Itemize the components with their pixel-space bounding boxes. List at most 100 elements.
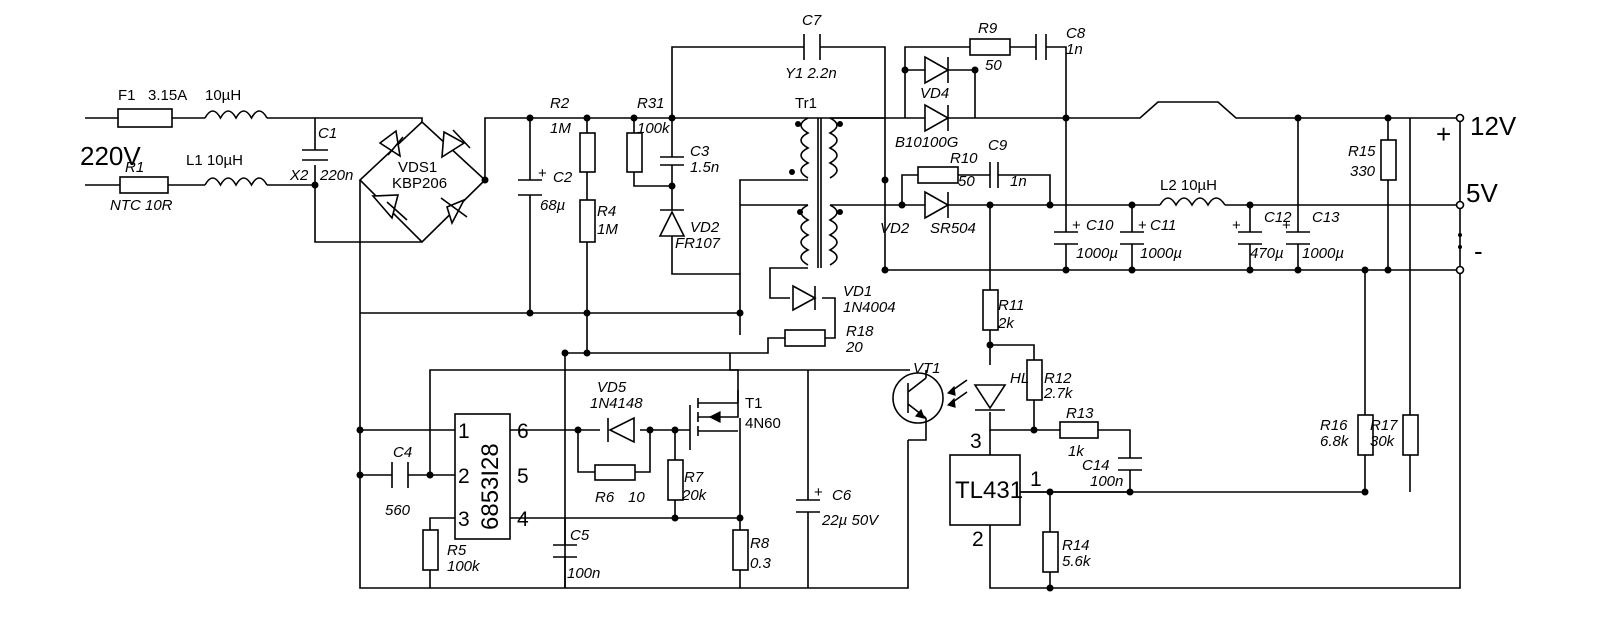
label-c13: C13: [1312, 209, 1340, 226]
label-vd1-value: 1N4004: [843, 299, 896, 316]
capacitor-c11: [1120, 231, 1144, 245]
label-r4: R4: [597, 203, 616, 220]
resistor-r4: [579, 199, 596, 243]
label-r16-value: 6.8k: [1320, 433, 1350, 450]
label-tl431-pin1: 1: [1030, 468, 1042, 491]
label-c11-plus: +: [1138, 217, 1147, 234]
capacitor-c10: [1054, 231, 1078, 245]
label-c6: C6: [832, 487, 852, 504]
label-r12-value: 2.7k: [1043, 385, 1074, 402]
label-tr1: Tr1: [795, 95, 817, 112]
label-r12: R12: [1044, 370, 1072, 387]
label-c7: C7: [802, 12, 822, 29]
capacitor-c12: [1238, 231, 1262, 245]
label-c4: C4: [393, 444, 412, 461]
resistor-r11: [982, 289, 999, 331]
inductor-l1: [204, 177, 268, 187]
resistor-r7: [667, 459, 684, 501]
label-r5: R5: [447, 542, 467, 559]
fuse-f1: [117, 108, 173, 128]
label-r15-value: 330: [1350, 163, 1376, 180]
label-r2-value: 1M: [550, 120, 571, 137]
resistor-r14: [1042, 531, 1059, 573]
label-12v: 12V: [1470, 111, 1517, 141]
label-r8-value: 0.3: [750, 555, 772, 572]
capacitor-c9: [989, 162, 999, 188]
label-c2-plus: +: [538, 165, 547, 182]
diode-vd1: [792, 284, 817, 312]
bridge-rectifier: [371, 129, 471, 226]
label-c12: C12: [1264, 209, 1292, 226]
resistor-r12: [1026, 359, 1043, 401]
label-vd5: VD5: [597, 379, 627, 396]
label-r6-value: 10: [628, 489, 645, 506]
capacitor-c1: [302, 149, 328, 161]
label-c14: C14: [1082, 457, 1110, 474]
label-minus: -: [1474, 236, 1483, 266]
controller-ic: [454, 413, 511, 540]
label-tl431-pin2: 2: [972, 528, 984, 551]
resistor-r2: [579, 132, 596, 173]
terminal-gnd: [1455, 265, 1465, 275]
label-l2: L2 10µH: [1160, 177, 1217, 194]
resistor-r15: [1380, 139, 1397, 181]
mosfet-t1: [689, 390, 739, 450]
label-vt1: VT1: [913, 360, 941, 377]
resistor-r17: [1402, 414, 1419, 456]
capacitor-c14: [1118, 457, 1142, 471]
label-t1: T1: [745, 395, 763, 412]
capacitor-c13: [1286, 231, 1310, 245]
label-vd4: VD4: [920, 85, 949, 102]
junction-dots: [311, 66, 1392, 592]
label-r17: R17: [1370, 417, 1398, 434]
label-r14-value: 5.6k: [1062, 553, 1092, 570]
label-l1: L1 10µH: [186, 152, 243, 169]
label-r4-value: 1M: [597, 221, 618, 238]
label-plus: +: [1436, 119, 1451, 149]
label-r16: R16: [1320, 417, 1348, 434]
label-c11-value: 1000µ: [1140, 245, 1182, 262]
label-ic-pin1: 1: [458, 420, 470, 443]
label-r7: R7: [684, 469, 704, 486]
label-c9: C9: [988, 137, 1008, 154]
terminal-5v: [1455, 200, 1465, 210]
label-c1: C1: [318, 125, 337, 142]
label-c4-value: 560: [385, 502, 411, 519]
resistor-r5: [422, 529, 439, 571]
label-c7-value: Y1 2.2n: [785, 65, 837, 82]
label-vd5-value: 1N4148: [590, 395, 643, 412]
label-c3-value: 1.5n: [690, 159, 719, 176]
label-c8: C8: [1066, 25, 1086, 42]
diode-vd4: [924, 55, 950, 133]
label-r13-value: 1k: [1068, 443, 1085, 460]
label-c1-type: X2: [289, 167, 309, 184]
label-c10: C10: [1086, 217, 1114, 234]
resistor-r1: [119, 176, 169, 194]
label-ic-pin4: 4: [517, 508, 529, 531]
resistor-r8: [732, 529, 749, 571]
inductor-l2: [1159, 197, 1226, 207]
label-c11: C11: [1150, 217, 1176, 234]
label-f1-value: 3.15A: [148, 87, 187, 104]
resistor-r18: [784, 329, 826, 347]
capacitor-c8: [1035, 34, 1047, 60]
label-r18: R18: [846, 323, 874, 340]
label-r11: R11: [998, 297, 1024, 314]
capacitor-c5: [553, 544, 577, 558]
label-c12-plus: +: [1232, 217, 1241, 234]
label-t1-value: 4N60: [745, 415, 781, 432]
label-c6-plus: +: [814, 484, 823, 501]
resistor-r31: [626, 132, 643, 173]
label-c6-value: 22µ 50V: [821, 512, 880, 529]
terminal-12v: [1455, 113, 1465, 123]
label-vd2-a: VD2: [690, 219, 720, 236]
label-r1-value: NTC 10R: [110, 197, 173, 214]
label-c3: C3: [690, 143, 710, 160]
label-r10: R10: [950, 150, 978, 167]
label-c5: C5: [570, 527, 590, 544]
capacitor-c6: [796, 499, 820, 513]
label-controller-ic: 6853I28: [477, 443, 504, 530]
label-hl: HL: [1010, 370, 1029, 387]
wiring: [85, 46, 1461, 589]
diode-vd5: [607, 416, 635, 444]
